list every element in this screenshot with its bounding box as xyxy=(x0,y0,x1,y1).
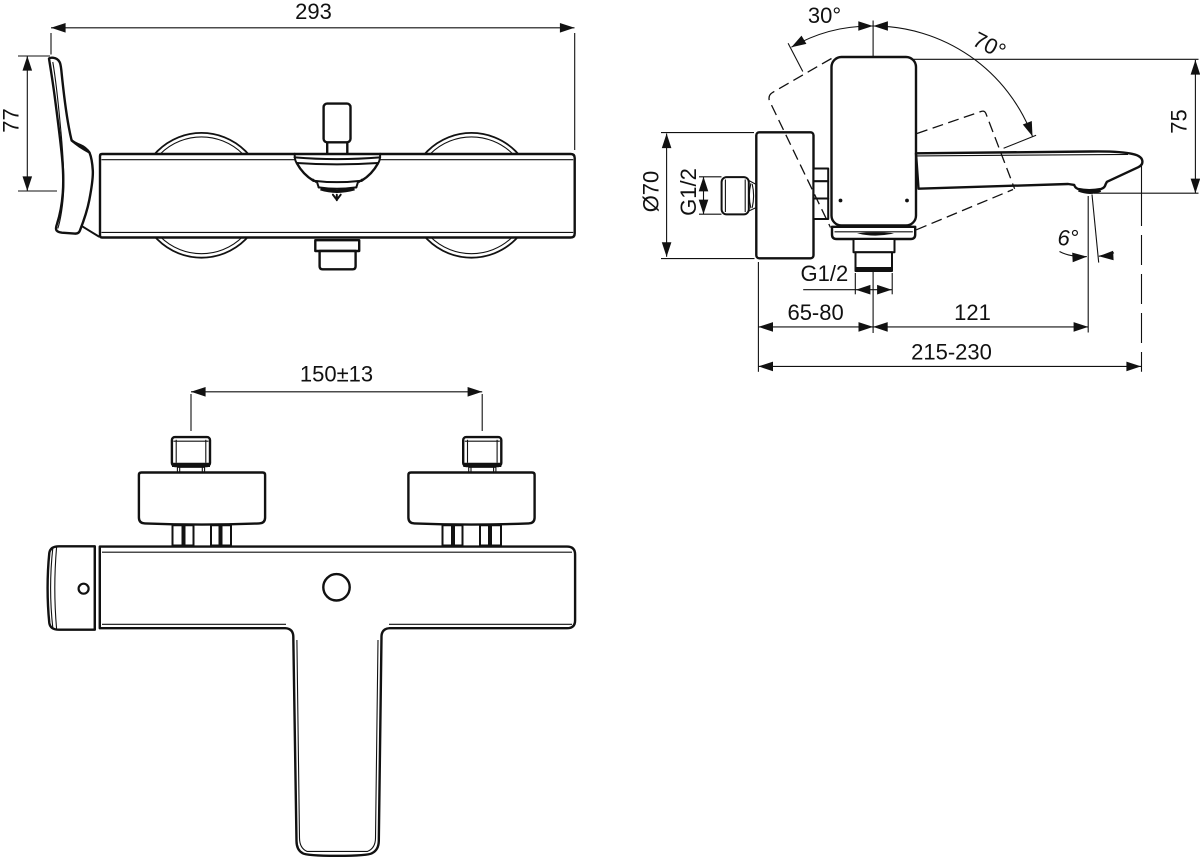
svg-text:6°: 6° xyxy=(1057,226,1078,251)
svg-text:G1/2: G1/2 xyxy=(676,168,701,216)
svg-text:65-80: 65-80 xyxy=(787,300,843,325)
svg-text:G1/2: G1/2 xyxy=(801,261,849,286)
svg-text:150±13: 150±13 xyxy=(300,361,373,386)
svg-text:75: 75 xyxy=(1167,109,1192,133)
svg-text:215-230: 215-230 xyxy=(911,339,992,364)
svg-text:293: 293 xyxy=(295,0,332,24)
svg-text:121: 121 xyxy=(954,300,991,325)
svg-text:77: 77 xyxy=(0,108,24,132)
svg-text:30°: 30° xyxy=(808,3,841,28)
svg-text:Ø70: Ø70 xyxy=(638,171,663,213)
